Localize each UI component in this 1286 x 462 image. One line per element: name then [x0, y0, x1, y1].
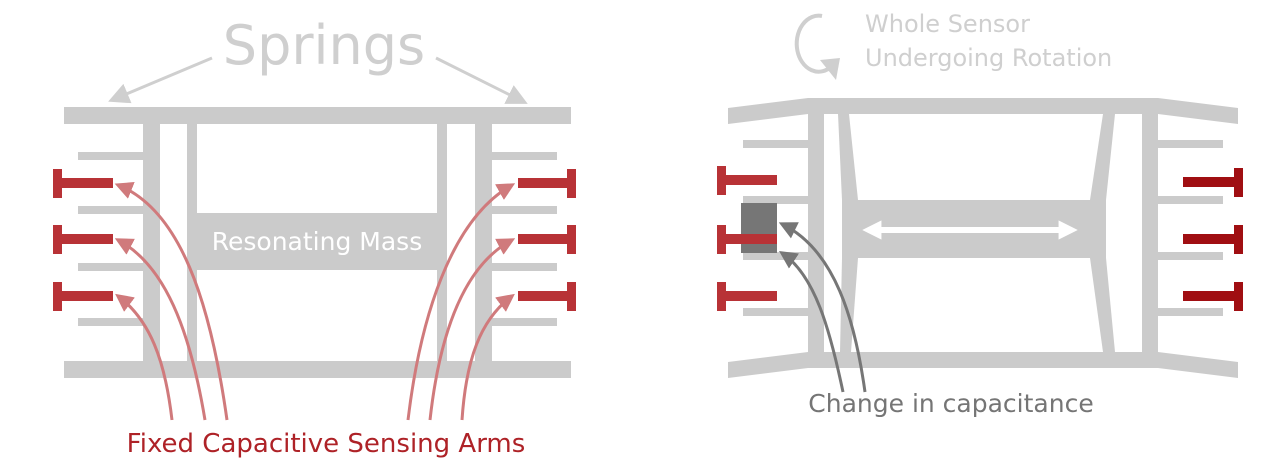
inner-spring-left — [838, 114, 858, 200]
right-panel: Whole Sensor Undergoing Rotation Mass Co… — [717, 10, 1243, 418]
capacitance-overlap — [741, 234, 777, 244]
capacitance-arrow — [778, 222, 867, 393]
sensing-arm-arrows — [114, 182, 516, 421]
sensing-arm-bar — [53, 178, 113, 188]
comb-finger — [492, 152, 557, 160]
comb-finger — [78, 318, 143, 326]
sensing-arm-bar — [518, 291, 576, 301]
arm-arrow — [406, 183, 516, 421]
rotation-arrowhead-icon — [820, 58, 840, 80]
comb-finger — [743, 196, 808, 204]
mass-frame-right — [437, 124, 447, 361]
mass-label-line2: Reciprocating — [881, 262, 1052, 291]
comb-finger — [492, 318, 557, 326]
sensing-arm-bar — [518, 234, 576, 244]
spring-right-outer — [1142, 114, 1158, 352]
comb-finger — [78, 263, 143, 271]
left-sensing-arms — [53, 169, 113, 311]
comb-finger — [1158, 196, 1223, 204]
right-sensing-arms — [518, 169, 576, 311]
comb-finger — [78, 206, 143, 214]
arm-arrow — [114, 182, 229, 421]
springs-arrow-left — [108, 56, 213, 104]
comb-finger — [1158, 308, 1223, 316]
rotation-arrow-icon — [794, 13, 834, 74]
top-beam — [64, 107, 571, 124]
sensing-arm-bar — [1183, 234, 1243, 244]
capacitance-arrow — [779, 251, 845, 393]
sensing-arm-bar — [717, 291, 777, 301]
rotation-label-line1: Whole Sensor — [865, 10, 1030, 38]
inner-spring-right — [1090, 114, 1115, 200]
comb-finger — [1158, 252, 1223, 260]
comb-finger — [492, 263, 557, 271]
arm-arrow — [428, 238, 516, 421]
sensing-arm-bar — [1183, 177, 1243, 187]
sensing-arm-bar — [53, 291, 113, 301]
inner-spring-right-lower — [1090, 258, 1115, 352]
comb-finger — [743, 308, 808, 316]
mass-label-line1: Mass Constantly — [865, 167, 1070, 196]
left-panel: Springs Resonating Mass Fixed Capacitive… — [53, 14, 576, 459]
resonating-mass-label: Resonating Mass — [212, 227, 422, 256]
arm-arrow — [460, 293, 515, 421]
comb-finger — [78, 152, 143, 160]
springs-arrow-right — [435, 56, 528, 104]
spring-left-outer — [808, 114, 824, 352]
spring-left-outer — [143, 124, 160, 361]
sensing-arm-bar — [717, 175, 777, 185]
sensing-arm-bar — [1183, 291, 1243, 301]
resonating-mass — [197, 213, 437, 270]
spring-right-outer — [475, 124, 492, 361]
comb-finger — [492, 206, 557, 214]
top-beam — [728, 98, 1238, 124]
sensing-arm-bar — [53, 234, 113, 244]
comb-finger — [743, 252, 808, 260]
comb-finger — [1158, 140, 1223, 148]
right-sensing-arms — [1183, 168, 1243, 311]
springs-label: Springs — [223, 14, 425, 77]
inner-spring-left-lower — [840, 258, 858, 352]
bottom-beam — [728, 352, 1238, 378]
capacitance-plate — [741, 203, 777, 253]
bottom-beam — [64, 361, 571, 378]
capacitance-label: Change in capacitance — [808, 389, 1093, 418]
left-structure — [64, 107, 571, 378]
arm-arrow — [115, 293, 174, 421]
rotation-label-line2: Undergoing Rotation — [865, 44, 1112, 72]
mass-frame-left — [187, 124, 197, 361]
sensing-arms-label: Fixed Capacitive Sensing Arms — [127, 429, 526, 459]
sensing-arm-bar — [518, 178, 576, 188]
arm-arrow — [114, 238, 207, 421]
comb-finger — [743, 140, 808, 148]
